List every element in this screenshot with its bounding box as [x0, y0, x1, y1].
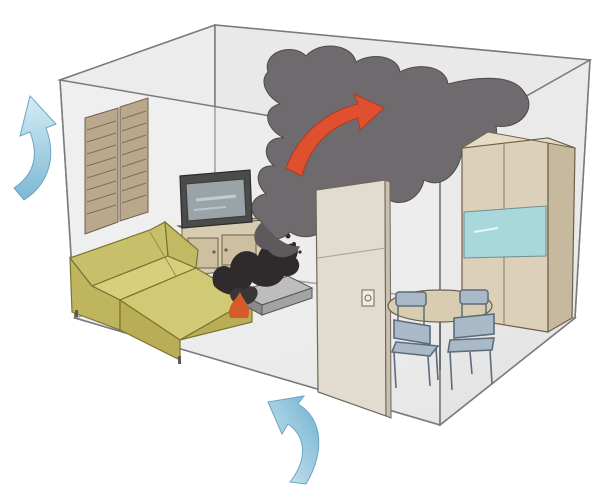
- door-edge: [385, 180, 391, 418]
- door: [316, 180, 391, 418]
- window-shutters: [85, 98, 148, 234]
- door-handle: [362, 290, 374, 306]
- left-air-arrow-icon: [14, 96, 56, 200]
- door-panel: [316, 180, 386, 416]
- shutter-left: [85, 108, 118, 234]
- bottom-air-arrow-icon: [268, 396, 319, 484]
- tv-screen: [186, 179, 246, 221]
- wardrobe-side: [548, 138, 575, 332]
